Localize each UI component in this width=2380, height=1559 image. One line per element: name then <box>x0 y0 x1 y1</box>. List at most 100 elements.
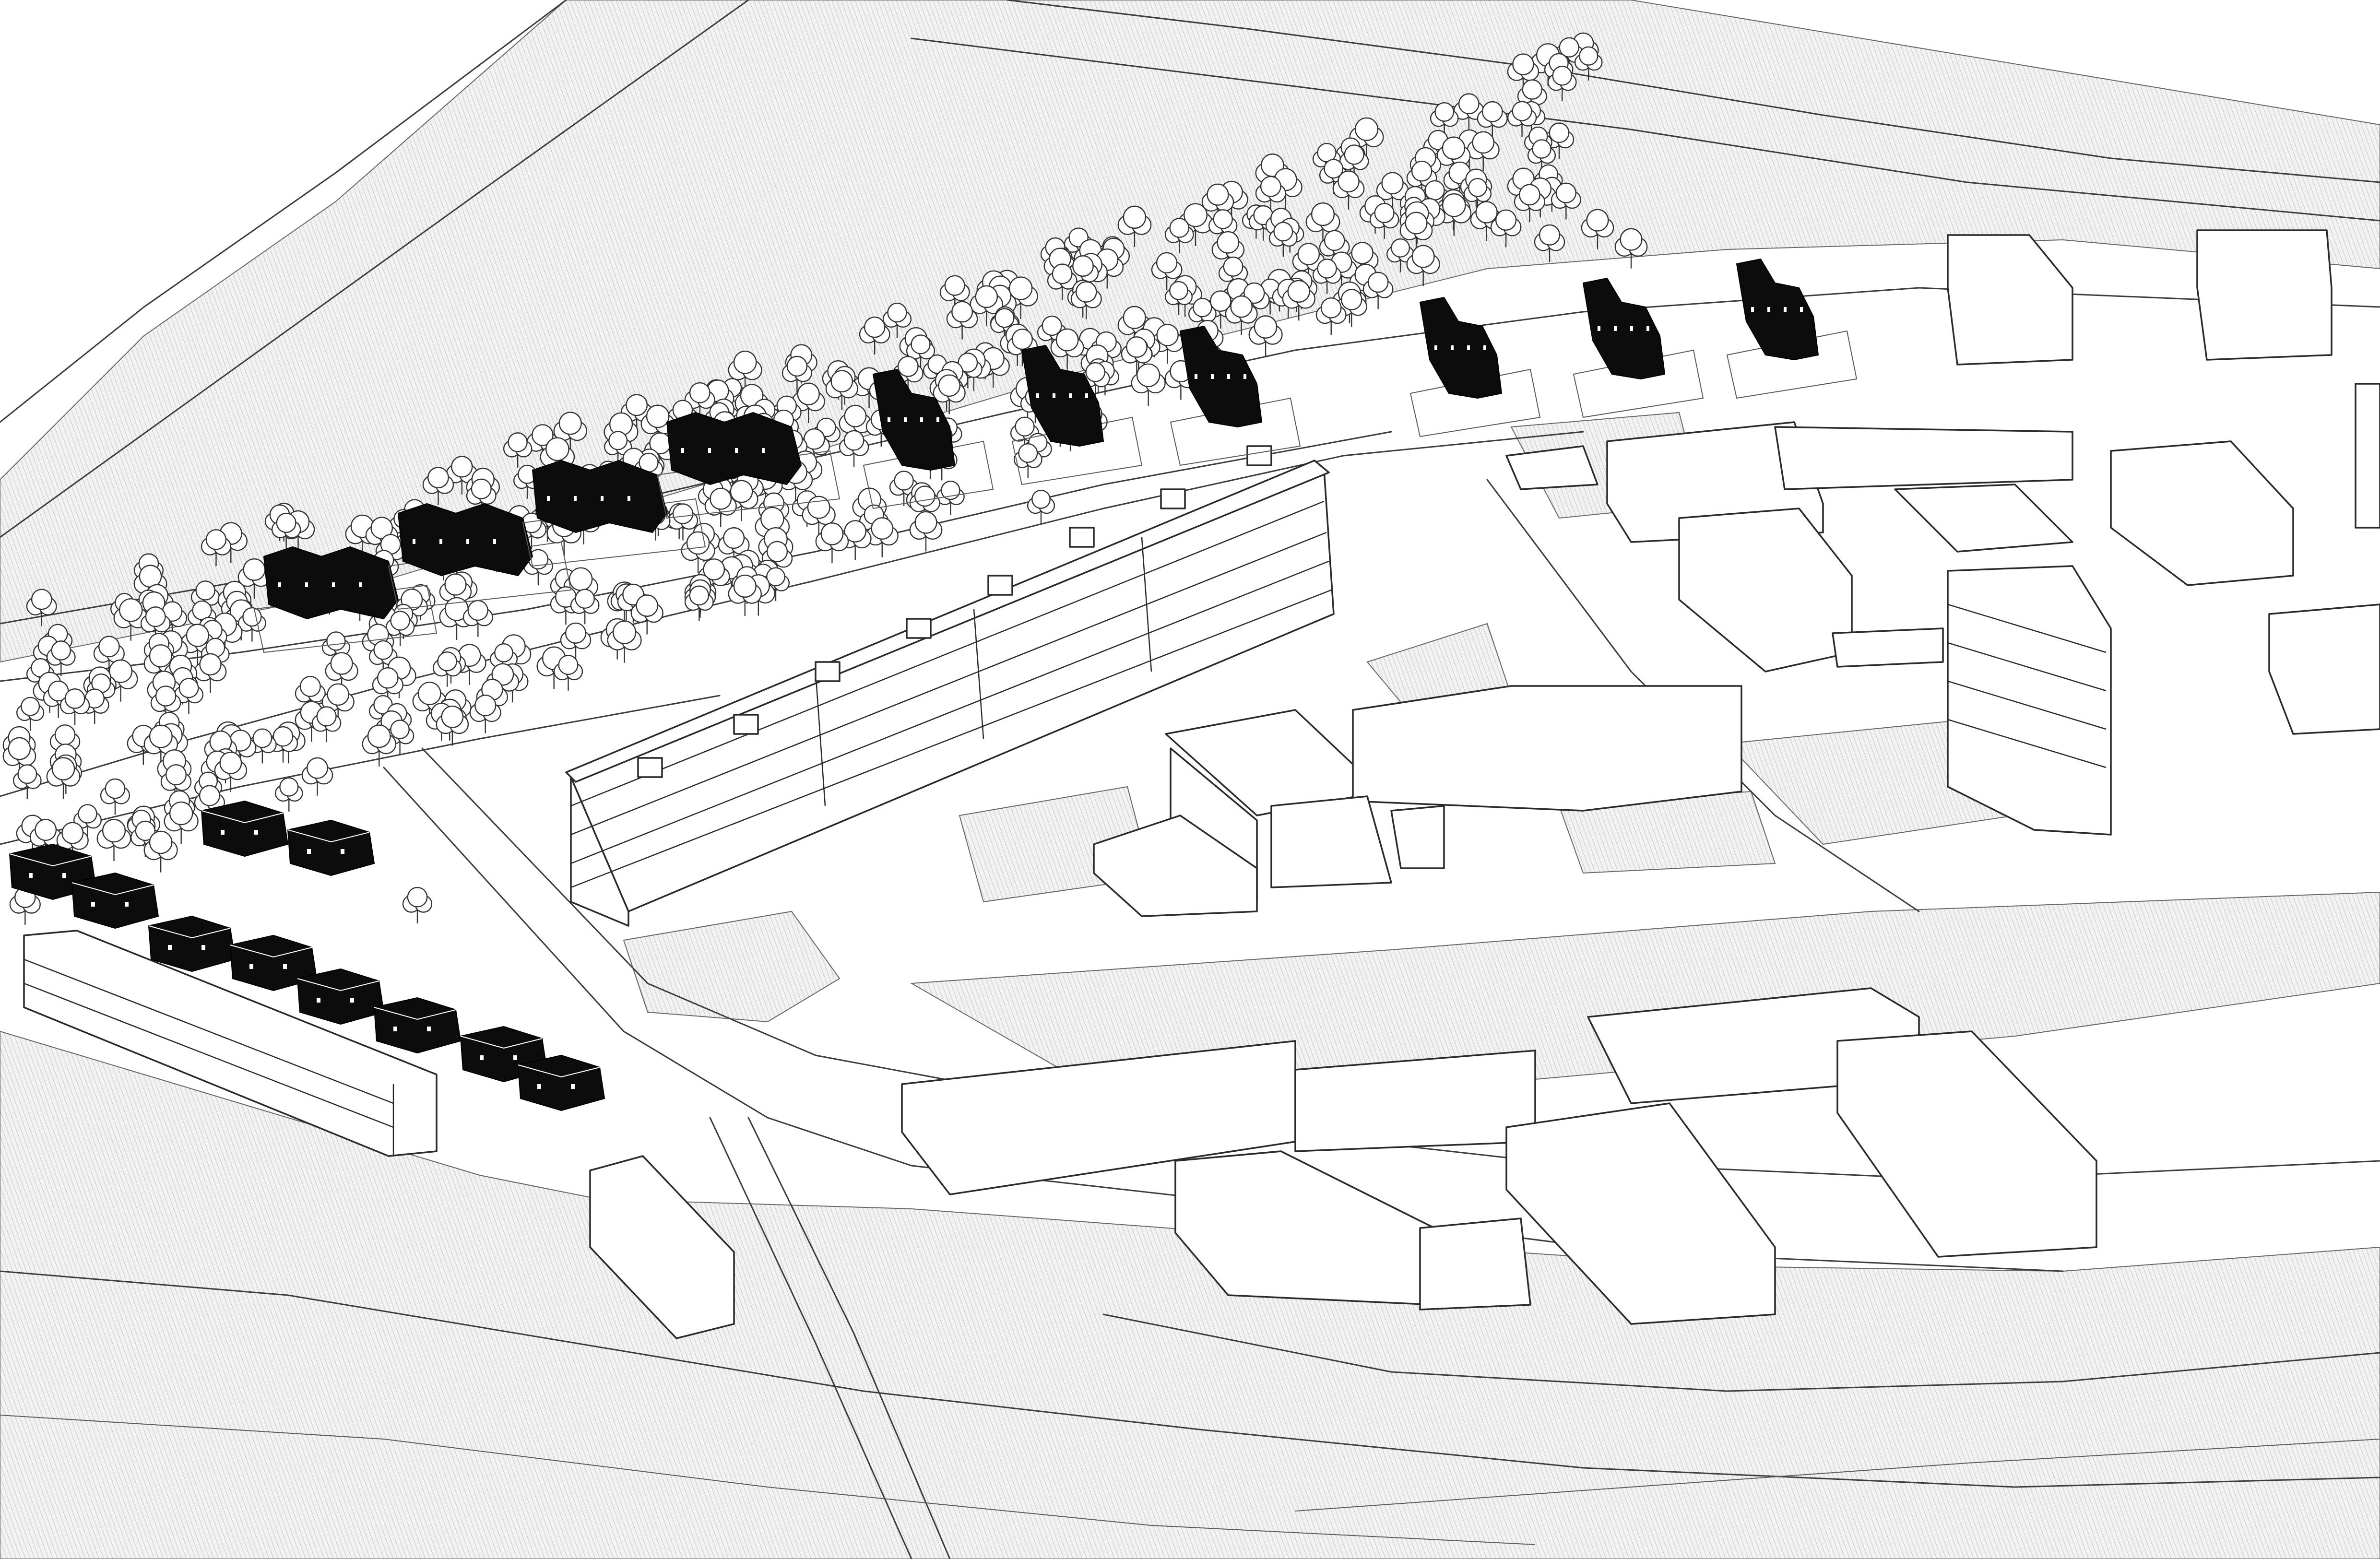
tree-icon <box>1201 183 1234 224</box>
tree-icon <box>560 622 592 661</box>
tree-icon <box>201 529 232 567</box>
tree-icon <box>439 573 472 613</box>
tree-icon <box>1477 101 1508 139</box>
tree-icon <box>728 350 762 393</box>
terraced-house <box>1573 278 1704 418</box>
tree-icon <box>46 757 81 799</box>
tree-icon <box>46 640 76 676</box>
tree-icon <box>1534 224 1565 262</box>
tree-icon <box>936 481 965 515</box>
tree-icon <box>513 464 542 499</box>
tree-icon <box>143 830 178 873</box>
tree-icon <box>630 594 663 635</box>
slab-building-central <box>565 445 1335 927</box>
forest <box>2 32 1648 925</box>
new-terraced-houses <box>253 259 1858 653</box>
tree-icon <box>1027 489 1055 524</box>
tree-icon <box>1507 101 1537 137</box>
detached-house <box>374 997 461 1053</box>
detached-house <box>297 968 384 1025</box>
tree-icon <box>1581 209 1614 249</box>
terraced-house <box>1726 259 1858 399</box>
tree-icon <box>704 487 737 527</box>
tree-icon <box>12 764 42 800</box>
detached-house <box>201 801 288 857</box>
tree-icon <box>143 724 178 767</box>
tree-icon <box>237 558 271 599</box>
tree-icon <box>26 589 57 626</box>
tree-icon <box>469 695 501 733</box>
tree-icon <box>553 655 583 691</box>
tree-icon <box>939 275 970 312</box>
tree-icon <box>143 644 178 686</box>
tree-icon <box>1080 362 1110 398</box>
tree-icon <box>1544 122 1575 159</box>
contour-line <box>0 1415 1536 1545</box>
road-edge <box>709 1117 912 1559</box>
tree-icon <box>325 652 358 693</box>
building-cluster-bottom <box>901 987 2097 1325</box>
tree-icon <box>1282 280 1315 321</box>
tree-icon <box>503 432 533 468</box>
tree-icon <box>422 467 454 506</box>
tree-icon <box>271 512 301 549</box>
tree-icon <box>190 580 220 616</box>
tree-icon <box>1312 259 1342 294</box>
tree-icon <box>1117 306 1151 347</box>
tree-icon <box>684 382 715 420</box>
tree-icon <box>1255 176 1286 213</box>
tree-icon <box>2 737 36 778</box>
tree-icon <box>432 651 462 687</box>
tree-icon <box>295 676 326 714</box>
tree-icon <box>1547 65 1577 101</box>
tree-icon <box>402 886 433 923</box>
tree-icon <box>570 589 600 625</box>
detached-house <box>287 820 375 876</box>
tree-icon <box>906 334 935 370</box>
tree-icon <box>1517 79 1547 116</box>
tree-icon <box>1551 182 1581 220</box>
tree-icon <box>160 764 192 802</box>
tree-icon <box>792 382 825 424</box>
tree-icon <box>436 705 469 746</box>
tree-icon <box>1463 177 1492 212</box>
contour-line <box>1295 1439 2380 1512</box>
tree-icon <box>1164 281 1193 315</box>
tree-icon <box>1339 144 1369 181</box>
road-edge <box>0 1270 2380 1488</box>
new-detached-houses <box>9 801 605 1111</box>
road-edge <box>747 1117 951 1559</box>
tree-icon <box>194 653 227 693</box>
terraced-house <box>253 546 438 653</box>
tree-icon <box>321 631 350 666</box>
tree-icon <box>274 777 303 812</box>
road-edge <box>1102 1313 2380 1392</box>
tree-icon <box>16 697 45 731</box>
field-patch <box>623 910 841 1023</box>
contour-line <box>0 0 567 423</box>
tree-icon <box>412 682 447 724</box>
tree-icon <box>825 370 858 410</box>
tree-icon <box>1315 297 1347 335</box>
tree-icon <box>1362 272 1394 309</box>
tree-icon <box>839 430 869 467</box>
tree-icon <box>1369 202 1399 239</box>
tree-icon <box>1574 46 1603 81</box>
tree-icon <box>368 640 398 675</box>
terraced-house <box>522 460 706 567</box>
tree-icon <box>311 706 342 743</box>
tree-icon <box>1514 184 1546 223</box>
tree-icon <box>1386 238 1415 272</box>
terraced-house <box>1409 297 1541 437</box>
tree-icon <box>96 819 131 862</box>
tree-icon <box>1406 245 1440 286</box>
tree-icon <box>1614 228 1648 269</box>
slab-building-lower-left <box>23 930 438 1157</box>
tree-icon <box>100 778 130 815</box>
tree-icon <box>1047 263 1078 300</box>
tree-icon <box>1121 336 1153 375</box>
tree-icon <box>970 285 1003 326</box>
tree-icon <box>728 574 762 616</box>
tree-icon <box>113 598 148 641</box>
